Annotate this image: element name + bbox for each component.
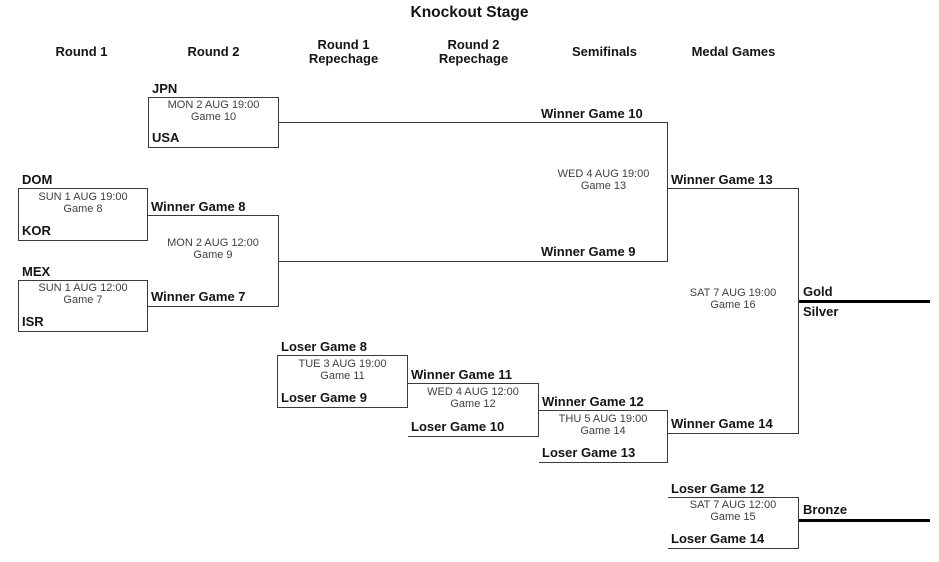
match-game11-bottom-participant: Loser Game 9 bbox=[281, 390, 367, 405]
match-game10-schedule: MON 2 AUG 19:00 Game 10 bbox=[149, 99, 278, 123]
match-game15-schedule: SAT 7 AUG 12:00 Game 15 bbox=[668, 499, 798, 523]
match-game13-game-number: Game 13 bbox=[580, 180, 627, 192]
match-game11-datetime: TUE 3 AUG 19:00 bbox=[298, 357, 387, 370]
match-game9-datetime: MON 2 AUG 12:00 bbox=[167, 237, 259, 249]
match-game10-top-participant: JPN bbox=[152, 81, 178, 96]
match-game15-datetime: SAT 7 AUG 12:00 bbox=[689, 499, 777, 511]
match-game8: DOM SUN 1 AUG 19:00 Game 8 KOR bbox=[18, 172, 148, 241]
match-game14-bottom-participant: Loser Game 13 bbox=[542, 445, 636, 460]
match-game13-bottom-participant: Winner Game 9 bbox=[541, 244, 636, 259]
match-game10-bottom-participant: USA bbox=[152, 130, 180, 145]
match-game14-datetime: THU 5 AUG 19:00 bbox=[558, 412, 648, 425]
match-game16-schedule: SAT 7 AUG 19:00 Game 16 bbox=[668, 287, 798, 311]
column-header-round-1-repechage: Round 1 Repechage bbox=[308, 37, 379, 66]
match-game9-bottom-participant: Winner Game 7 bbox=[151, 289, 246, 304]
page-title: Knockout Stage bbox=[410, 4, 529, 21]
match-game9-game-number: Game 9 bbox=[193, 249, 233, 261]
match-game13-datetime: WED 4 AUG 19:00 bbox=[557, 168, 650, 180]
match-game10-datetime: MON 2 AUG 19:00 bbox=[167, 98, 260, 111]
match-game7: MEX SUN 1 AUG 12:00 Game 7 ISR bbox=[18, 264, 148, 332]
match-game14-game-number: Game 14 bbox=[580, 424, 626, 437]
match-game14-schedule: THU 5 AUG 19:00 Game 14 bbox=[539, 413, 667, 437]
column-header-round-2: Round 2 bbox=[187, 44, 240, 59]
silver-label: Silver bbox=[803, 304, 839, 319]
match-game12-bottom-participant: Loser Game 10 bbox=[411, 419, 505, 434]
match-game8-datetime: SUN 1 AUG 19:00 bbox=[38, 190, 128, 203]
match-game7-top-participant: MEX bbox=[22, 264, 51, 279]
match-game7-datetime: SUN 1 AUG 12:00 bbox=[38, 282, 128, 294]
match-game8-game-number: Game 8 bbox=[63, 202, 103, 215]
match-game13-schedule: WED 4 AUG 19:00 Game 13 bbox=[539, 168, 668, 192]
match-game16-bottom-participant: Winner Game 14 bbox=[671, 416, 773, 431]
match-game12-schedule: WED 4 AUG 12:00 Game 12 bbox=[408, 386, 538, 410]
match-game8-top-participant: DOM bbox=[22, 172, 53, 187]
match-game16: Winner Game 13 SAT 7 AUG 19:00 Game 16 W… bbox=[668, 172, 799, 434]
match-game15-top-participant: Loser Game 12 bbox=[671, 481, 765, 496]
column-header-semifinals: Semifinals bbox=[571, 44, 638, 59]
match-game9: Winner Game 8 MON 2 AUG 12:00 Game 9 Win… bbox=[148, 199, 279, 307]
match-game10: JPN MON 2 AUG 19:00 Game 10 USA bbox=[148, 81, 279, 148]
match-game12-top-participant: Winner Game 11 bbox=[411, 367, 513, 382]
gold-silver-line bbox=[799, 300, 930, 303]
match-game7-schedule: SUN 1 AUG 12:00 Game 7 bbox=[19, 282, 147, 306]
match-game7-bottom-participant: ISR bbox=[22, 314, 44, 329]
match-game11-top-participant: Loser Game 8 bbox=[281, 339, 367, 354]
column-header-medal-games: Medal Games bbox=[691, 44, 776, 59]
match-game8-bottom-participant: KOR bbox=[22, 223, 51, 238]
match-game9-schedule: MON 2 AUG 12:00 Game 9 bbox=[148, 237, 278, 261]
match-game9-top-participant: Winner Game 8 bbox=[151, 199, 246, 214]
bronze-line bbox=[799, 519, 930, 522]
match-game16-top-participant: Winner Game 13 bbox=[671, 172, 773, 187]
match-game14: Winner Game 12 THU 5 AUG 19:00 Game 14 L… bbox=[539, 394, 668, 463]
column-header-round-1: Round 1 bbox=[55, 44, 108, 59]
match-game12-datetime: WED 4 AUG 12:00 bbox=[427, 386, 519, 398]
match-game7-game-number: Game 7 bbox=[63, 294, 103, 306]
match-game16-datetime: SAT 7 AUG 19:00 bbox=[689, 287, 777, 299]
match-game13: Winner Game 10 WED 4 AUG 19:00 Game 13 W… bbox=[278, 106, 668, 262]
match-game13-top-participant: Winner Game 10 bbox=[541, 106, 643, 121]
match-game12: Winner Game 11 WED 4 AUG 12:00 Game 12 L… bbox=[408, 367, 539, 437]
match-game15-game-number: Game 15 bbox=[710, 511, 756, 523]
gold-label: Gold bbox=[803, 284, 833, 299]
match-game15-bottom-participant: Loser Game 14 bbox=[671, 531, 765, 546]
match-game11: Loser Game 8 TUE 3 AUG 19:00 Game 11 Los… bbox=[277, 339, 408, 408]
match-game15: Loser Game 12 SAT 7 AUG 12:00 Game 15 Lo… bbox=[668, 481, 799, 549]
column-header-round-2-repechage: Round 2 Repechage bbox=[438, 37, 509, 66]
match-game8-schedule: SUN 1 AUG 19:00 Game 8 bbox=[19, 191, 147, 215]
match-game14-top-participant: Winner Game 12 bbox=[542, 394, 644, 409]
match-game16-game-number: Game 16 bbox=[710, 299, 756, 311]
bronze-label: Bronze bbox=[803, 502, 848, 517]
match-game12-game-number: Game 12 bbox=[450, 398, 496, 410]
match-game10-game-number: Game 10 bbox=[190, 110, 237, 123]
match-game11-schedule: TUE 3 AUG 19:00 Game 11 bbox=[278, 358, 407, 382]
match-game11-game-number: Game 11 bbox=[320, 369, 365, 382]
